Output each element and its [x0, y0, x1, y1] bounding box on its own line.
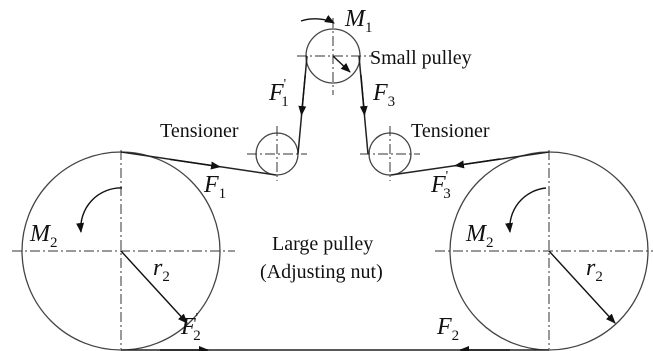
m2-right-moment-arrow: [505, 187, 547, 233]
f3-arrow: [359, 74, 368, 116]
f2-prime-label: F'2: [180, 311, 201, 344]
f1-prime-arrow: [298, 74, 307, 116]
tensioner-left-label: Tensioner: [160, 120, 239, 142]
r2-right-label: r2: [586, 255, 603, 285]
m2-left-label: M2: [29, 221, 58, 251]
m2-left-moment-arrow: [76, 187, 123, 233]
f3-prime-arrow: [454, 158, 501, 169]
m1-moment-arrow: [300, 15, 335, 24]
r2-left-label: r2: [153, 255, 170, 285]
large-pulley-label: Large pulley: [272, 233, 373, 255]
small-pulley-label: Small pulley: [370, 47, 472, 69]
m1-label: M1: [344, 6, 373, 36]
adjusting-nut-label: (Adjusting nut): [260, 261, 383, 283]
f1-arrow: [169, 158, 221, 170]
f3-label: F3: [372, 80, 395, 110]
large-pulley-right: [435, 150, 653, 351]
tensioner-right-label: Tensioner: [411, 120, 490, 142]
f3-prime-label: F'3: [430, 169, 451, 202]
r2-right-arrow: [548, 250, 616, 324]
large-pulley-left: [12, 150, 235, 351]
small-pulley-radius-arrow: [332, 55, 351, 73]
m2-right-label: M2: [465, 221, 494, 251]
f1-prime-label: F'1: [268, 77, 289, 110]
f2-label: F2: [436, 314, 459, 344]
tensioner-right-pulley: [360, 126, 420, 181]
force-arrows: [160, 74, 510, 351]
r2-left-arrow: [120, 250, 188, 324]
f1-label: F1: [203, 172, 226, 202]
belt: [120, 55, 550, 351]
